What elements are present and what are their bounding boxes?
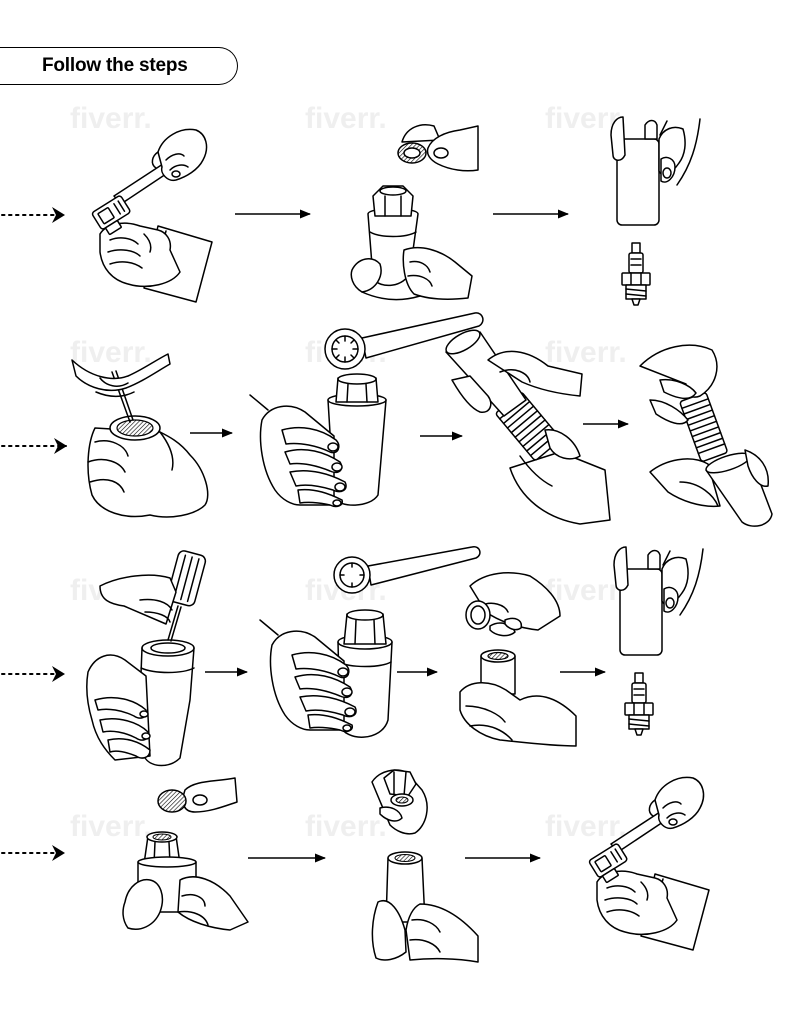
wrench-tighten-illustration (587, 776, 710, 951)
watermark: fiverr. (70, 102, 152, 135)
pick-tool-filter-illustration (71, 353, 209, 518)
spanner-cylinder-illustration (324, 312, 484, 506)
page-title-banner: Follow the steps (0, 47, 238, 85)
cone-assembly-illustration (639, 344, 773, 527)
step-row-1 (1, 116, 701, 306)
left-hand-grip (259, 619, 357, 733)
cylinder-and-plug-illustration (610, 116, 701, 306)
step-row-2 (1, 312, 773, 527)
nut-install-illustration (371, 769, 479, 963)
watermark: fiverr. (305, 102, 387, 135)
page-title: Follow the steps (42, 55, 188, 76)
screwdriver-cylinder-illustration (86, 550, 207, 767)
watermark: fiverr. (545, 574, 627, 607)
wrench-removal-illustration (90, 128, 213, 303)
spanner-cylinder-illustration (333, 546, 481, 738)
threaded-cone-illustration (445, 329, 611, 525)
step-row-4 (1, 769, 710, 963)
watermark: fiverr. (70, 336, 152, 369)
watermark: fiverr. (545, 810, 627, 843)
step-row-3 (1, 546, 704, 767)
cylinder-and-plug-illustration (613, 546, 704, 736)
filter-disc-cylinder-illustration (350, 124, 479, 301)
watermark: fiverr. (305, 810, 387, 843)
watermark: fiverr. (545, 336, 627, 369)
nut-and-cylinder-illustration (459, 572, 577, 747)
filter-disc-install-illustration (122, 777, 249, 931)
watermark: fiverr. (70, 810, 152, 843)
